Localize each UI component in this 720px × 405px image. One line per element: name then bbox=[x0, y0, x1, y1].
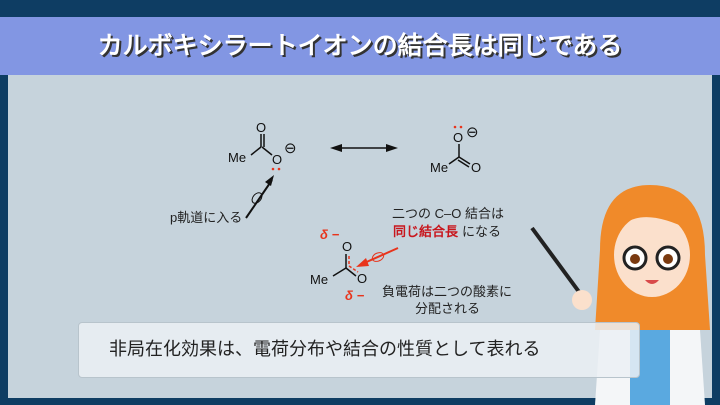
diagram-label: O bbox=[272, 152, 282, 167]
diagram-label: O bbox=[357, 271, 367, 286]
diagram-mark bbox=[630, 254, 640, 264]
diagram-mark bbox=[386, 144, 398, 152]
diagram-label: O bbox=[342, 239, 352, 254]
teacher-illustration bbox=[530, 185, 710, 405]
diagram-mark bbox=[245, 179, 273, 219]
slide-title: カルボキシラートイオンの結合長は同じである bbox=[97, 31, 623, 60]
diagram-label: ⊖ bbox=[284, 140, 297, 157]
diagram-mark bbox=[645, 280, 659, 284]
diagram-mark bbox=[250, 146, 262, 156]
note-charge-line2: 分配される bbox=[415, 301, 480, 316]
diagram-mark bbox=[572, 290, 592, 310]
diagram-mark bbox=[663, 254, 673, 264]
diagram-mark bbox=[457, 159, 470, 168]
diagram-label: Me bbox=[228, 150, 246, 165]
delocalization-arrow bbox=[356, 247, 399, 267]
diagram-label: O bbox=[471, 160, 481, 175]
diagram-mark bbox=[371, 252, 385, 262]
diagram-mark bbox=[271, 167, 275, 171]
diagram-label: Me bbox=[310, 272, 328, 287]
diagram-mark bbox=[330, 144, 342, 152]
acetate-structure-left: Me O O ⊖ bbox=[228, 120, 297, 171]
diagram-mark bbox=[459, 125, 463, 129]
diagram-mark bbox=[348, 265, 359, 273]
diagram-label: O bbox=[453, 130, 463, 145]
diagram-mark bbox=[261, 146, 273, 156]
diagram-mark bbox=[345, 267, 357, 277]
title-band bbox=[0, 17, 720, 75]
note-charge-line1: 負電荷は二つの酸素に bbox=[382, 284, 512, 299]
diagram-mark bbox=[448, 156, 460, 165]
acetate-delocalized: δ − O Me O δ − bbox=[310, 227, 367, 303]
diagram-label: δ − bbox=[345, 288, 365, 303]
diagram-mark bbox=[530, 226, 587, 302]
diagram-mark bbox=[612, 196, 690, 240]
note-bond-length-line1: 二つの C–O 結合は bbox=[392, 206, 504, 221]
resonance-arrow bbox=[330, 144, 398, 152]
diagram-mark bbox=[251, 192, 263, 204]
diagram-label: Me bbox=[430, 160, 448, 175]
diagram-mark bbox=[614, 213, 690, 297]
diagram-mark bbox=[453, 125, 457, 129]
diagram-mark bbox=[361, 247, 399, 265]
note-bond-length-tail: になる bbox=[462, 224, 501, 239]
diagram-mark bbox=[458, 156, 471, 165]
diagram-label: ⊖ bbox=[466, 124, 479, 141]
caption-box: 非局在化効果は、電荷分布や結合の性質として表れる bbox=[78, 322, 640, 378]
acetate-structure-right: O ⊖ Me O bbox=[430, 124, 481, 175]
diagram-mark bbox=[332, 267, 347, 277]
p-orbital-arrow bbox=[245, 175, 274, 219]
p-orbital-label: p軌道に入る bbox=[170, 210, 242, 225]
diagram-mark bbox=[277, 167, 281, 171]
diagram-label: O bbox=[256, 120, 266, 135]
diagram-mark bbox=[265, 175, 274, 186]
diagram-label: δ − bbox=[320, 227, 340, 242]
diagram-mark bbox=[356, 258, 369, 267]
note-bond-length-emph: 同じ結合長 bbox=[393, 224, 459, 239]
